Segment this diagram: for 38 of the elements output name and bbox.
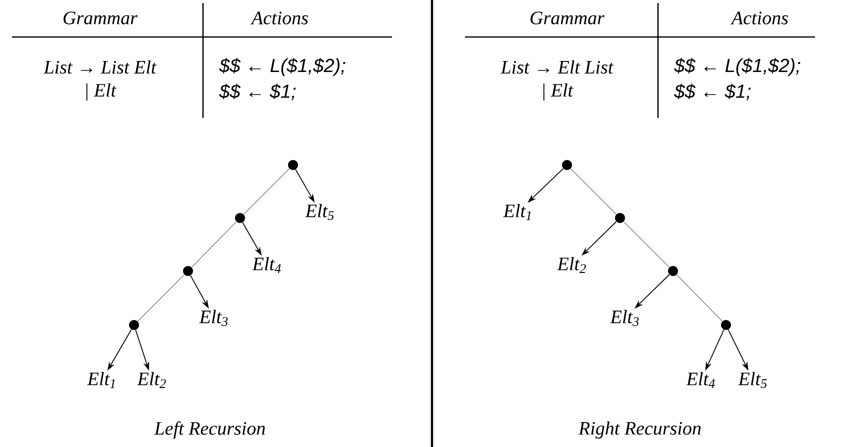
action-code: $$ ← $1;: [219, 84, 296, 100]
element-label: Elt$_{2}$: [557, 256, 586, 273]
element-label: Elt$_{1}$: [87, 372, 115, 388]
grammar-rule: List → List Elt: [44, 60, 157, 74]
tree-node-dot: [129, 320, 140, 330]
grammar-rule: List → Elt List: [500, 60, 614, 74]
action-code: $$ ← $1;: [674, 84, 751, 100]
action-code: $$ ← L($1,$2);: [219, 58, 346, 76]
element-label: Elt$_{2}$: [137, 372, 166, 388]
element-label: Elt$_{4}$: [686, 372, 715, 388]
element-label: Elt$_{1}$: [503, 204, 531, 220]
tree-node-dot: [235, 213, 245, 223]
tree-edge: [623, 221, 670, 268]
tree-edge: [243, 168, 290, 215]
element-label: Elt$_{3}$: [610, 310, 639, 326]
element-label: Elt$_{3}$: [199, 310, 228, 326]
tree-node-dot: [615, 213, 625, 223]
caption: Left Recursion: [154, 421, 265, 439]
tree-node-dot: [183, 266, 193, 276]
element-label: Elt$_{5}$: [305, 204, 334, 220]
grammar-rule: | Elt: [86, 83, 116, 101]
tree-edge: [570, 168, 617, 215]
grammar-rule: | Elt: [543, 83, 574, 101]
column-header: Grammar: [64, 12, 138, 24]
tree-node-dot: [721, 320, 731, 330]
column-header: Grammar: [530, 12, 605, 24]
tree-edge: [137, 274, 185, 322]
column-header: Actions: [730, 12, 788, 24]
caption: Right Recursion: [578, 421, 701, 439]
element-label: Elt$_{5}$: [738, 372, 767, 388]
tree-edge: [191, 221, 237, 268]
tree-node-dot: [668, 266, 678, 276]
action-code: $$ ← L($1,$2);: [674, 58, 800, 76]
column-header: Actions: [250, 12, 308, 24]
tree-node-dot: [562, 160, 572, 170]
element-label: Elt$_{4}$: [252, 257, 281, 273]
tree-node-dot: [288, 160, 298, 170]
tree-edge: [676, 274, 723, 322]
